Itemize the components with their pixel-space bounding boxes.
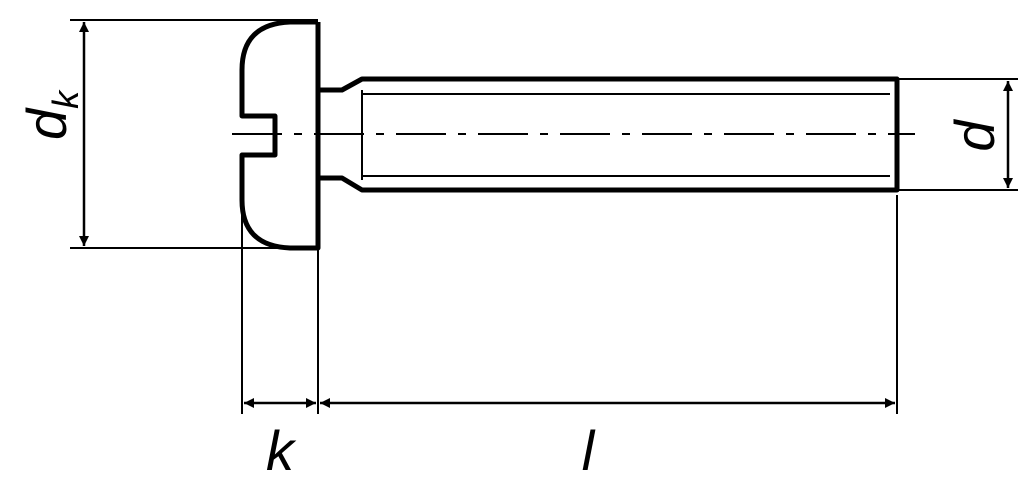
k-label: k — [266, 419, 297, 482]
d-label: d — [943, 119, 1006, 152]
screw-head — [239, 19, 321, 251]
l-label: l — [582, 419, 596, 482]
dk-label: dk — [15, 89, 86, 140]
extension-lines — [70, 19, 1018, 414]
dimension-lines — [79, 22, 1013, 408]
